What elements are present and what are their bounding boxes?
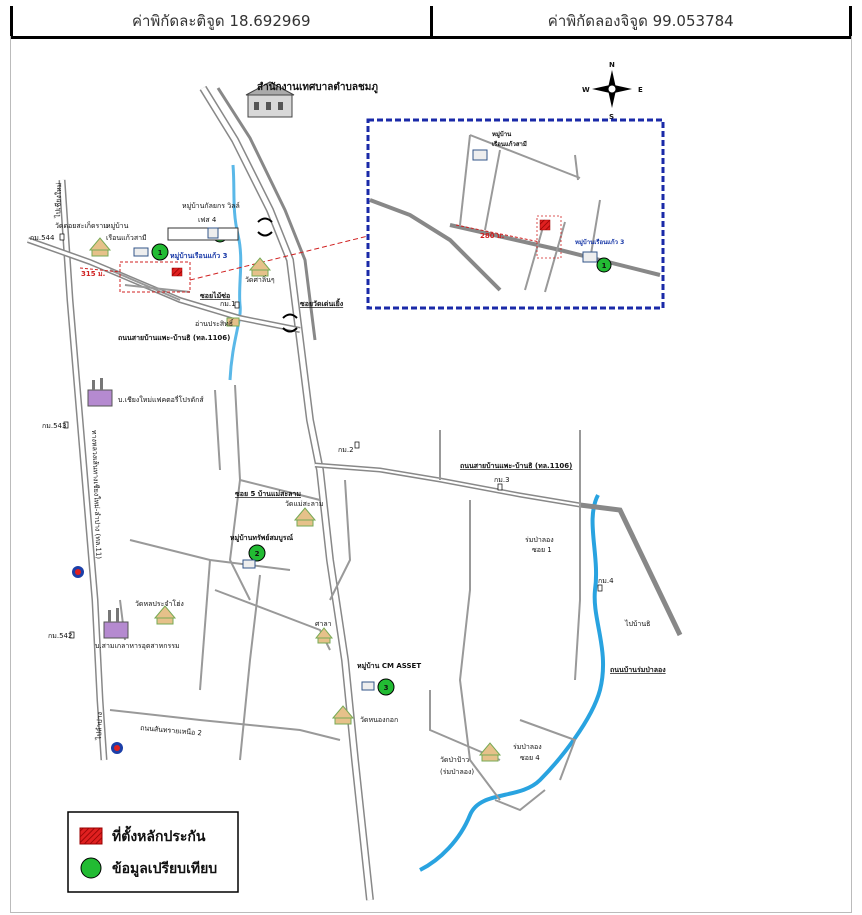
- compass-s: S: [609, 113, 614, 121]
- leader-line: [189, 235, 369, 281]
- temple-top-left-label: วัดดอยสะเก็ดราม: [55, 221, 108, 230]
- temple-pa-pao-label: วัดป่าป้าว: [440, 756, 469, 764]
- svg-text:1: 1: [158, 249, 163, 257]
- temple-mid-left-label: วัดหลประจำโฮ่ง: [135, 599, 184, 608]
- right-soi1b-label: ซอย 1: [532, 546, 552, 554]
- longitude-label: ค่าพิกัดลองจิจูด 99.053784: [429, 6, 852, 36]
- km4-label: กม.4: [598, 577, 614, 585]
- svg-text:1: 1: [602, 262, 607, 270]
- inset-village-label: หมู่บ้าน: [492, 130, 512, 139]
- right-soi4-label: ร่มป่าลอง: [513, 743, 542, 751]
- latitude-label: ค่าพิกัดละติจูด 18.692969: [10, 6, 430, 36]
- village-3-label: หมู่บ้านเรือนแก้ว 3: [170, 251, 228, 261]
- compass-n: N: [609, 61, 615, 69]
- comparison-marker-1: 1: [151, 243, 169, 261]
- village-top-label2: เฟส 4: [198, 216, 217, 224]
- factory-icon: [87, 378, 129, 639]
- soi-right-label: ซอยวัดเด่นเยิ้ง: [300, 297, 344, 308]
- soi-left-label: ซอยไม้ซ่อ: [200, 291, 230, 300]
- temple-pa-pao-label2: (ร่มป่าลอง): [440, 768, 474, 776]
- map-frame: [10, 36, 852, 913]
- km544-label: กม.544: [30, 234, 55, 242]
- temple-icon: [88, 237, 502, 762]
- temple-center-label: วัดศาลิ่นๆ: [245, 275, 275, 284]
- right-road-label: ถนนบ้านร่มป่าลอง: [610, 665, 666, 674]
- factory-top-label: บ.เชียงใหม่แฟคตอรี่โปรดักส์: [118, 395, 204, 404]
- office-building-icon: [245, 81, 295, 118]
- inset-collateral-marker: [539, 219, 551, 231]
- dist-main-label: 315 ม.: [81, 270, 105, 278]
- village-top-label: หมู่บ้านกัลยกร วิลล์: [182, 202, 240, 210]
- legend: ที่ตั้งหลักประกัน ข้อมูลเปรียบเทียบ: [67, 811, 239, 893]
- comparison-marker-3: 3: [377, 678, 395, 696]
- compass-e: E: [638, 86, 643, 94]
- village-cm-label: หมู่บ้าน CM ASSET: [357, 661, 421, 671]
- temple-maesalam-label: วัดแม่สะลาม: [285, 500, 323, 508]
- to-lampang-label: ไปลำปาง: [94, 712, 104, 741]
- svg-text:2: 2: [255, 550, 260, 558]
- comparison-marker-2: 2: [248, 544, 266, 562]
- to-road-label: ไปบ้านธิ: [624, 619, 650, 628]
- factory-bottom-label: บ.สามเกลาหารอุตสาหกรรม: [95, 642, 180, 650]
- sala-label: ศาลา: [315, 620, 332, 628]
- km542-label: กม.542: [48, 632, 72, 640]
- to-chiangmai-label: ไปเชียงใหม่: [53, 182, 63, 219]
- inset-dist-label: 280 ม.: [480, 232, 504, 240]
- compass-icon: N S E W: [582, 61, 643, 121]
- km543-label: กม.543: [42, 422, 66, 430]
- office-label: สำนักงานเทศบาลตำบลชมภู: [257, 81, 378, 94]
- svg-text:3: 3: [384, 684, 389, 692]
- legend-collateral-label: ที่ตั้งหลักประกัน: [112, 825, 206, 845]
- village-house-icon: [133, 227, 375, 691]
- village-sap-label: หมู่บ้านทรัพย์สมบูรณ์: [230, 533, 294, 543]
- inset-village-label2: เรือนแก้วสามี: [492, 140, 527, 148]
- compass-w: W: [582, 86, 590, 94]
- legend-collateral-swatch: [79, 827, 103, 845]
- inset-village-right-label: หมู่บ้านเรือนแก้ว 3: [575, 238, 624, 247]
- legend-comparison-label: ข้อมูลเปรียบเทียบ: [112, 861, 217, 877]
- river-right: [419, 494, 605, 872]
- soi5-label: ซอย 5 บ้านแม่สะลาม: [235, 489, 301, 498]
- right-soi4b-label: ซอย 4: [520, 754, 540, 762]
- school-label: อ่านประสิทธิ์: [195, 318, 234, 328]
- village-top-left-label: หมู่บ้าน: [106, 222, 129, 230]
- km2-label: กม.2: [338, 446, 354, 454]
- river-left: [228, 164, 243, 381]
- legend-comparison-swatch: [80, 857, 102, 879]
- temple-nongkok-label: วัดหนองกอก: [360, 716, 398, 724]
- km1-label: กม.1: [220, 300, 236, 308]
- lower-road-label: ถนนสันทรายเหนือ 2: [140, 724, 202, 737]
- gas-station-icon: [72, 566, 123, 754]
- coordinates-header: ค่าพิกัดละติจูด 18.692969 ค่าพิกัดลองจิจ…: [10, 6, 852, 39]
- inset-map: 1 หมู่บ้าน เรือนแก้วสามี หมู่บ้านเรือนแก…: [366, 118, 665, 310]
- right-soi1-label: ร่มป่าลอง: [525, 536, 554, 544]
- road-1106-label: ถนนสายบ้านแพะ-บ้านธิ (ทล.1106): [118, 333, 230, 342]
- km-marker-icon: [59, 233, 603, 639]
- road-1106b-label: ถนนสายบ้านแพะ-บ้านธิ (ทล.1106): [460, 461, 572, 470]
- km3-label: กม.3: [494, 476, 510, 484]
- bridge-icon: [257, 217, 298, 333]
- village-top-left-label2: เรือนแก้วสามี: [106, 234, 147, 242]
- collateral-marker: [171, 267, 183, 277]
